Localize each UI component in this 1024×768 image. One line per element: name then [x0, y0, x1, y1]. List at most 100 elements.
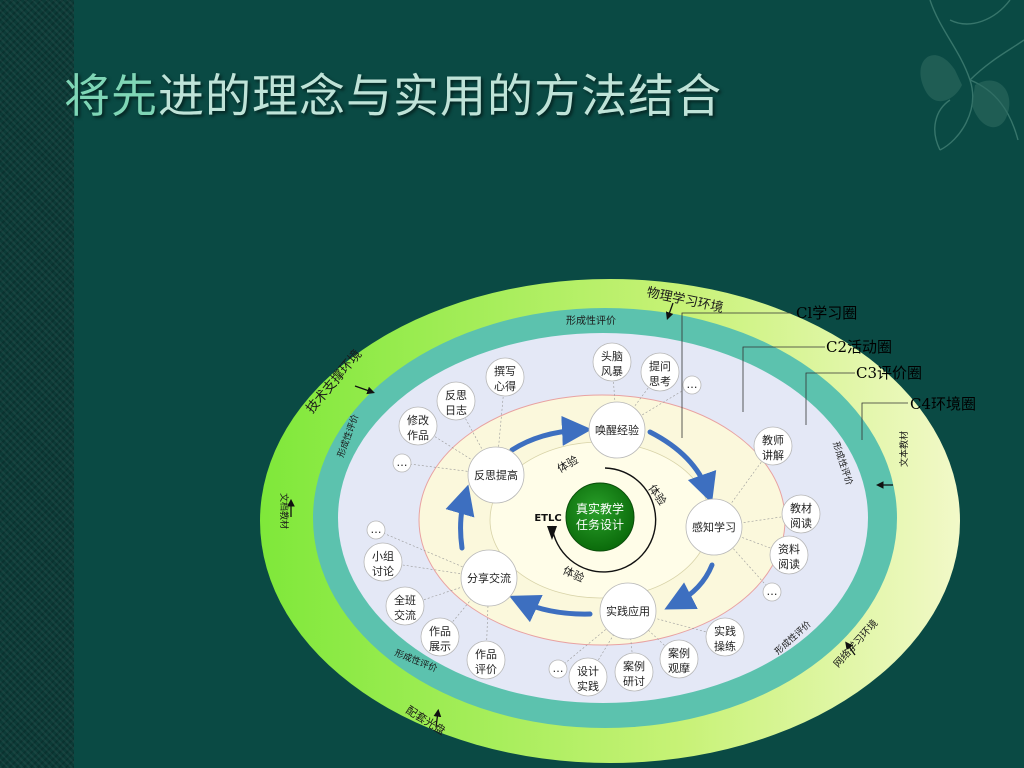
activity-bubble-circle: [682, 375, 702, 395]
activity-label-line1: 小组: [372, 549, 394, 563]
activity-ellipsis: …: [553, 662, 564, 675]
cycle-node-label: 感知学习: [692, 520, 736, 534]
activity-bubble-circle: [436, 381, 476, 421]
activity-label-line1: 修改: [407, 413, 429, 427]
activity-label-line1: 撰写: [494, 364, 516, 378]
cycle-node: 分享交流: [460, 549, 518, 607]
label-document-materials: 文档教材: [278, 493, 290, 529]
activity-label-line1: 作品: [475, 648, 497, 661]
activity-bubble-circle: [781, 494, 821, 534]
activity-ellipsis: …: [371, 523, 382, 536]
activity-label-line1: 案例: [623, 659, 645, 673]
activity-label-line2: 阅读: [778, 557, 800, 571]
activity-label-line2: 展示: [429, 640, 451, 653]
cycle-node-circle: [588, 401, 646, 459]
activity-ellipsis: …: [397, 456, 408, 469]
activity-bubble-circle: [769, 535, 809, 575]
activity-ellipsis: …: [687, 378, 698, 391]
activity-label-line1: 作品: [429, 625, 451, 638]
activity-label-line1: 提问: [649, 360, 671, 373]
cycle-node: 唤醒经验: [588, 401, 646, 459]
activity-bubbles: 头脑风暴提问思考…教师讲解教材阅读资料阅读…实践操练案例观摩案例研讨设计实践…作…: [363, 342, 821, 697]
activity-bubble-circle: [392, 453, 412, 473]
activity-label-line1: 实践: [714, 624, 736, 638]
activity-bubble-circle: [466, 640, 506, 680]
activity-label-line2: 阅读: [790, 516, 812, 530]
butterfly-decoration: [920, 0, 1024, 151]
cycle-node-label: 分享交流: [467, 571, 511, 585]
activity-label-line2: 风暴: [601, 365, 623, 378]
activity-bubble: …: [682, 375, 702, 395]
cycle-node-label: 反思提高: [474, 468, 518, 482]
center-line2: 任务设计: [576, 517, 624, 532]
etlc-label: ETLC: [534, 513, 561, 524]
activity-label-line2: 实践: [577, 679, 599, 693]
activity-bubble: …: [366, 520, 386, 540]
cycle-node-circle: [467, 446, 525, 504]
activity-bubble-circle: [592, 342, 632, 382]
activity-spoke: [557, 610, 629, 670]
cycle-node: 感知学习: [685, 498, 743, 556]
legend-c4: C4环境圈: [910, 395, 976, 413]
center-core-circle: [565, 482, 635, 552]
activity-bubble-circle: [705, 617, 745, 657]
activity-label-line1: 头脑: [601, 350, 623, 363]
cycle-node-circle: [685, 498, 743, 556]
title-part2: 进的理念与实用的方法结合: [158, 69, 722, 123]
cycle-node-label: 唤醒经验: [595, 423, 639, 437]
activity-label-line2: 研讨: [623, 675, 645, 688]
activity-ellipsis: …: [767, 585, 778, 598]
activity-label-line2: 操练: [714, 639, 736, 653]
cycle-node-circle: [460, 549, 518, 607]
title-part1: 将先: [64, 69, 158, 123]
legend-leaders: [681, 312, 908, 440]
activity-bubble-circle: [640, 352, 680, 392]
activity-label-line2: 作品: [407, 429, 429, 442]
center-line1: 真实教学: [576, 501, 624, 516]
activity-bubble: …: [762, 582, 782, 602]
activity-label-line2: 观摩: [668, 661, 690, 675]
activity-label-line1: 教材: [790, 501, 812, 515]
legend-c3: C3评价圈: [856, 364, 922, 382]
activity-bubble-circle: [659, 639, 699, 679]
inner-cycle-arrowhead: [547, 526, 557, 540]
activity-bubble: …: [392, 453, 412, 473]
activity-label-line1: 设计: [577, 665, 599, 678]
activity-bubble-circle: [398, 406, 438, 446]
activity-label-line1: 案例: [668, 646, 690, 660]
activity-label-line2: 日志: [445, 404, 467, 417]
activity-bubble-circle: [420, 617, 460, 657]
activity-bubble-circle: [568, 657, 608, 697]
cycle-node-circle: [599, 582, 657, 640]
activity-spoke: [375, 529, 490, 579]
legend-c1: Cl学习圈: [796, 304, 857, 322]
legend: Cl学习圈 C2活动圈 C3评价圈 C4环境圈: [796, 304, 976, 413]
activity-bubble-circle: [548, 659, 568, 679]
label-formative-top: 形成性评价: [566, 314, 616, 327]
activity-label-line2: 交流: [394, 608, 416, 622]
activity-bubble-circle: [363, 542, 403, 582]
activity-label-line2: 讨论: [372, 564, 394, 578]
activity-label-line1: 全班: [394, 593, 416, 607]
activity-bubble-circle: [485, 357, 525, 397]
activity-label-line1: 教师: [762, 434, 784, 447]
activity-bubble-circle: [753, 426, 793, 466]
learning-cycle-arrows: [445, 415, 717, 623]
activity-label-line2: 思考: [649, 375, 671, 388]
